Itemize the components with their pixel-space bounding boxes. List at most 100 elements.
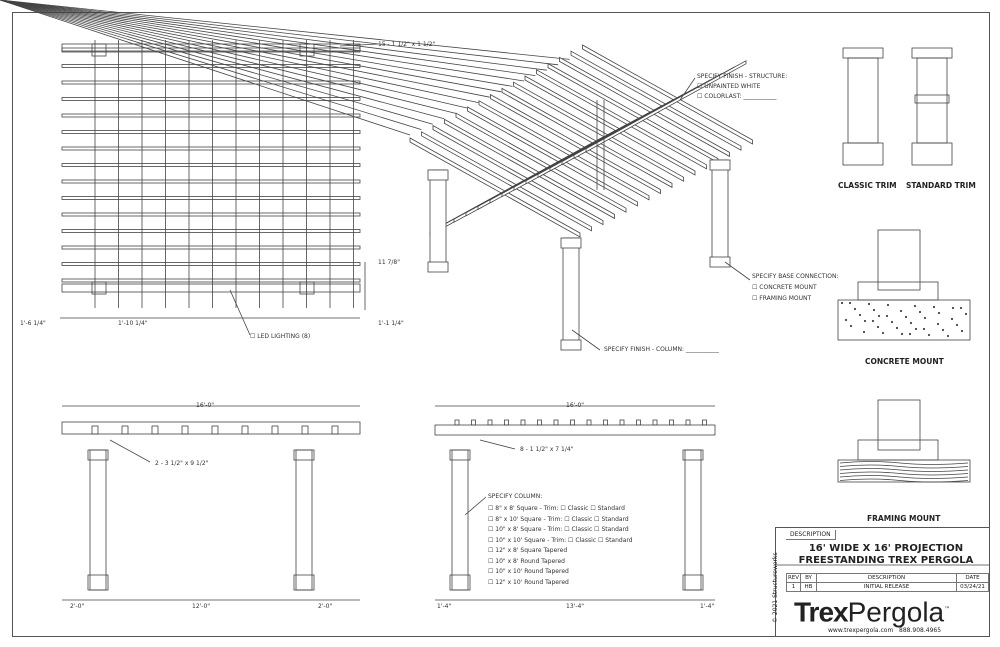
framing-mount-label: FRAMING MOUNT (867, 514, 941, 523)
iso-rafter (513, 81, 684, 182)
x (0, 0, 570, 60)
title-line-2: FREESTANDING TREX PERGOLA (798, 555, 974, 566)
wood-grain (839, 471, 969, 476)
logo-pergola: Pergola (847, 596, 945, 628)
side-rafter-end (636, 419, 641, 426)
front-column (89, 449, 107, 591)
side-rafter-end (603, 419, 608, 426)
revision-header-row: REV BY DESCRIPTION DATE (786, 573, 989, 583)
aggregate-dot (886, 303, 890, 307)
aggregate-dot (927, 333, 931, 337)
revision-table: REV BY DESCRIPTION DATE 1 HB INITIAL REL… (786, 573, 989, 592)
plan-column (91, 281, 107, 295)
column-cap (682, 449, 704, 461)
x (0, 0, 468, 109)
x (0, 0, 559, 66)
aggregate-dot (941, 328, 945, 332)
aggregate-dot (951, 306, 955, 310)
finish-structure-title: SPECIFY FINISH - STRUCTURE: (697, 73, 788, 80)
side-rafter-end (487, 419, 493, 426)
wood-grain (839, 478, 969, 483)
leader (109, 439, 151, 463)
aggregate-dot (877, 314, 881, 318)
column-base (293, 574, 315, 591)
aggregate-dot (895, 326, 899, 330)
plan-rafter (61, 262, 361, 266)
iso-column (562, 237, 580, 349)
aggregate-dot (849, 324, 853, 328)
front-rafter-end (301, 425, 309, 435)
side-column (451, 449, 469, 591)
iso-rafter (409, 137, 581, 238)
aggregate-dot (840, 301, 844, 305)
column-option: ☐ 10" x 8' Square - Trim: ☐ Classic ☐ St… (488, 526, 629, 533)
x (0, 0, 490, 98)
x (0, 0, 513, 87)
side-rafter-end (471, 419, 476, 426)
concrete-mount-label: CONCRETE MOUNT (865, 357, 944, 366)
classic-trim-base (842, 142, 884, 166)
wood-grain (839, 475, 969, 479)
base-connection-title: SPECIFY BASE CONNECTION: (752, 273, 839, 280)
front-dim-center: 12'-0" (192, 603, 211, 610)
iso-rafter (455, 112, 627, 213)
plan-rafter (61, 113, 361, 118)
header-rev: REV (786, 573, 801, 583)
option-framing-mount: ☐ FRAMING MOUNT (752, 295, 812, 302)
aggregate-dot (904, 315, 908, 319)
contact-info: www.trexpergola.com 888.908.4965 (828, 627, 941, 634)
side-rafter-end (520, 419, 526, 426)
front-rafter-end (211, 425, 219, 435)
side-dim-left: 1'-4" (437, 603, 452, 610)
aggregate-dot (871, 319, 875, 323)
iso-rafter (467, 106, 638, 207)
aggregate-dot (885, 314, 889, 318)
aggregate-dot (872, 308, 876, 312)
column-option: ☐ 10" x 10' Round Tapered (488, 568, 569, 575)
wood-grain (839, 464, 969, 469)
column-option: ☐ 10" x 10' Square - Trim: ☐ Classic ☐ S… (488, 536, 633, 544)
aggregate-dot (899, 309, 903, 313)
aggregate-dot (844, 318, 848, 322)
front-rafter-end (331, 425, 339, 435)
plan-rafter-label: 15 - 1 1/2" x 1 1/2" (378, 41, 436, 48)
title-line-1: 16' WIDE X 16' PROJECTION (808, 543, 964, 554)
plan-dim-right-top: 11 7/8" (378, 259, 400, 266)
classic-trim-label: CLASSIC TRIM (838, 181, 897, 190)
column-option: ☐ 8" x 10' Square - Trim: ☐ Classic ☐ St… (488, 515, 629, 523)
aggregate-dot (863, 319, 867, 323)
x (0, 0, 433, 125)
drawing-border (12, 12, 990, 637)
leader (571, 329, 601, 351)
side-rafter-end (504, 419, 509, 426)
column-base (87, 574, 109, 591)
column-option: ☐ 10" x 8' Round Tapered (488, 557, 565, 565)
front-rafter-end (121, 425, 129, 435)
column-section (877, 229, 921, 291)
side-column (684, 449, 702, 591)
aggregate-dot (937, 311, 941, 315)
revision-row: 1 HB INITIAL RELEASE 03/24/21 (786, 582, 989, 592)
cell-by: HB (800, 582, 817, 592)
iso-column-cap (427, 169, 449, 181)
iso-rafter (490, 93, 661, 195)
x (0, 0, 502, 93)
aggregate-dot (959, 306, 963, 310)
aggregate-dot (932, 305, 936, 309)
leader (724, 261, 751, 281)
x (0, 0, 422, 130)
plan-rafter (61, 229, 361, 233)
aggregate-dot (909, 321, 913, 325)
classic-trim-cap (842, 47, 884, 59)
plan-rafter (61, 196, 361, 200)
plan-dim-left: 1'-6 1/4" (20, 320, 46, 327)
iso-rafter (478, 100, 650, 201)
trademark: ™ (944, 606, 951, 613)
iso-column-cap (560, 237, 582, 249)
column-base (682, 574, 704, 591)
aggregate-dot (881, 331, 885, 335)
x (0, 0, 525, 82)
column-cap (87, 449, 109, 461)
aggregate-dot (946, 334, 950, 338)
